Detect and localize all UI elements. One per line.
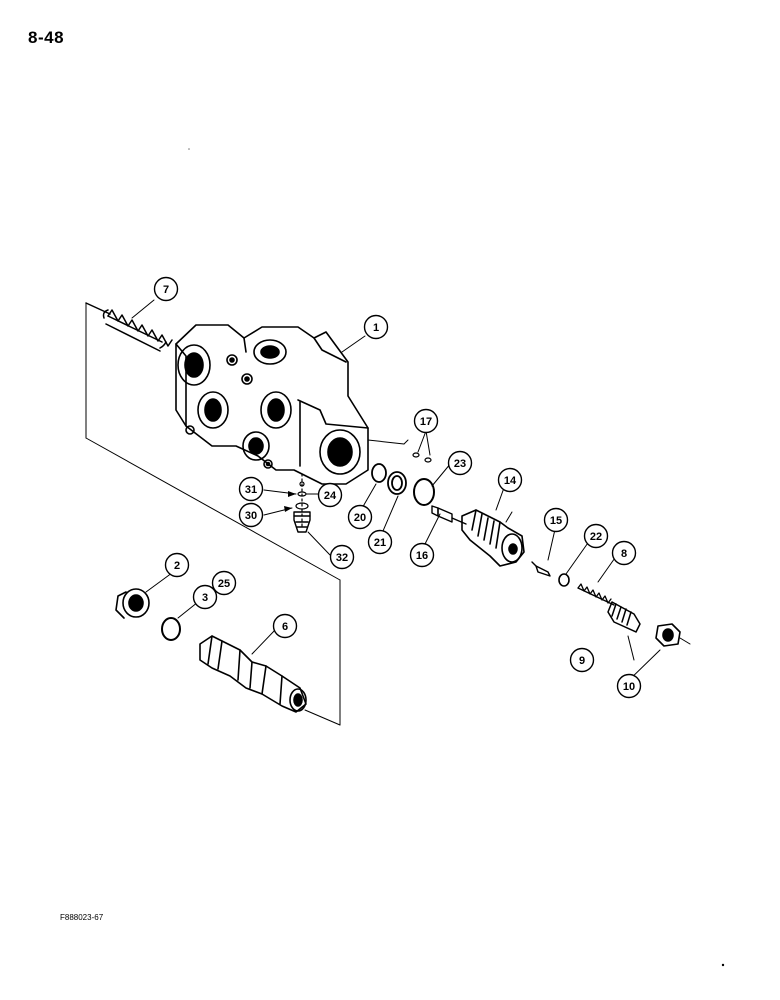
callout-20: 20 <box>347 504 373 530</box>
figure-code: F888023-67 <box>60 913 104 922</box>
o-ring-23 <box>413 478 435 506</box>
relief-valve-cartridge-14 <box>461 509 525 567</box>
callout-30: 30 <box>238 502 264 528</box>
callout-20-label: 20 <box>354 512 366 524</box>
plug-2 <box>115 588 150 619</box>
callout-2-label: 2 <box>174 560 180 572</box>
leader-lines <box>131 299 661 684</box>
callout-21: 21 <box>367 529 393 555</box>
jam-nut-10 <box>655 623 691 647</box>
callout-25: 25 <box>211 570 237 596</box>
scan-speck <box>188 148 190 150</box>
o-ring-20 <box>371 463 387 483</box>
callout-7-label: 7 <box>163 284 169 296</box>
callout-14: 14 <box>497 467 523 493</box>
spring-7 <box>85 302 173 352</box>
poppet-16 <box>431 505 467 525</box>
callout-3-label: 3 <box>202 592 208 604</box>
callout-23: 23 <box>447 450 473 476</box>
scan-speck <box>721 963 725 967</box>
o-ring-3 <box>161 617 181 641</box>
page-number: 8-48 <box>28 28 65 47</box>
arrowheads <box>284 491 296 512</box>
callout-21-label: 21 <box>374 537 386 549</box>
washer-22 <box>558 573 570 587</box>
callout-8-label: 8 <box>621 548 627 560</box>
callout-16: 16 <box>409 542 435 568</box>
callout-15-label: 15 <box>550 515 562 527</box>
callout-32: 32 <box>329 544 355 570</box>
callout-10-label: 10 <box>623 681 635 693</box>
callout-10: 10 <box>616 673 642 699</box>
callout-31-label: 31 <box>245 484 257 496</box>
callout-3: 3 <box>192 584 218 610</box>
callout-24-label: 24 <box>324 490 337 502</box>
callout-9-label: 9 <box>579 655 585 667</box>
callout-14-label: 14 <box>504 475 517 487</box>
callout-23-label: 23 <box>454 458 466 470</box>
callout-32-label: 32 <box>336 552 348 564</box>
callout-17-label: 17 <box>420 416 432 428</box>
callout-17: 17 <box>413 408 439 434</box>
callout-25-label: 25 <box>218 578 230 590</box>
callout-1: 1 <box>363 314 389 340</box>
callout-9: 9 <box>569 647 595 673</box>
assembly-boundary-lines <box>85 302 341 726</box>
balls-17 <box>412 452 432 463</box>
callout-16-label: 16 <box>416 550 428 562</box>
spring-8 <box>577 583 615 606</box>
backup-ring-21 <box>387 471 407 495</box>
callout-7: 7 <box>153 276 179 302</box>
small-seals-24-30-31 <box>295 473 309 529</box>
adjusting-screw-9 <box>607 601 641 633</box>
pin-15 <box>531 561 551 577</box>
callout-22: 22 <box>583 523 609 549</box>
callout-1-label: 1 <box>373 322 379 334</box>
valve-body-1 <box>175 324 409 485</box>
callout-31: 31 <box>238 476 264 502</box>
callout-6-label: 6 <box>282 621 288 633</box>
callout-6: 6 <box>272 613 298 639</box>
spool-6 <box>199 635 307 713</box>
callout-2: 2 <box>164 552 190 578</box>
callout-30-label: 30 <box>245 510 257 522</box>
plug-32 <box>293 511 311 533</box>
callout-24: 24 <box>317 482 343 508</box>
callout-15: 15 <box>543 507 569 533</box>
callout-22-label: 22 <box>590 531 602 543</box>
callout-8: 8 <box>611 540 637 566</box>
